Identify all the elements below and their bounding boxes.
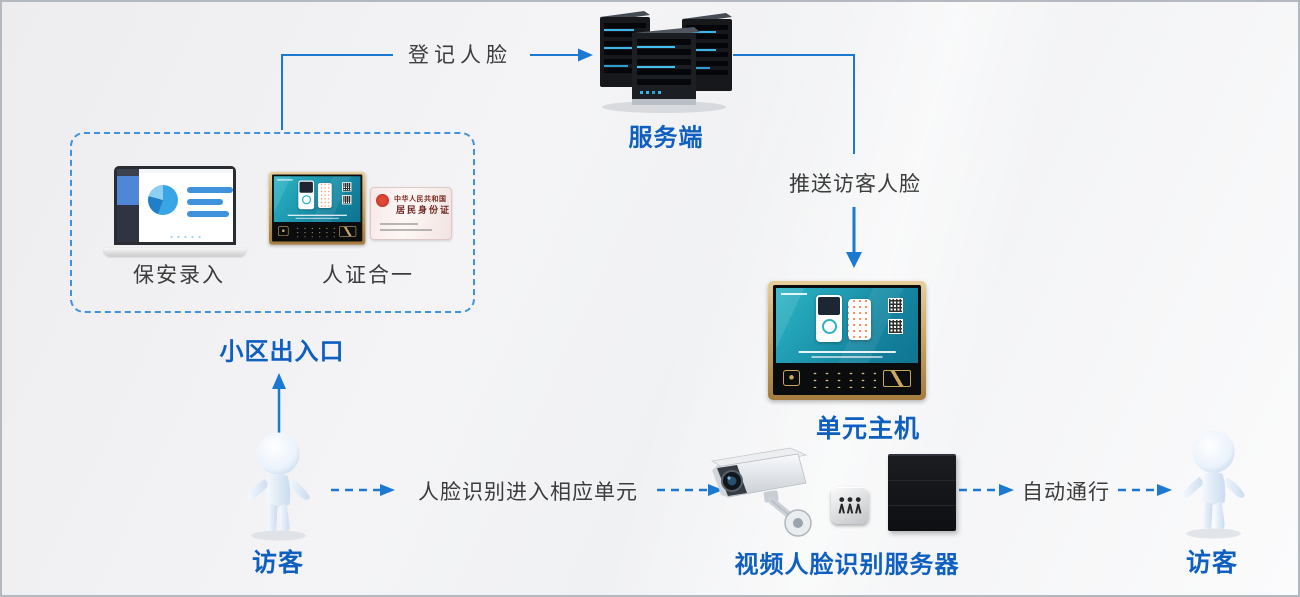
pie-chart-icon [148, 185, 178, 215]
face-recognition-label: 人脸识别进入相应单元 [418, 481, 638, 504]
people-group-icon [831, 487, 869, 524]
visitor-figure-left [231, 430, 327, 542]
push-visitor-face-label: 推送访客人脸 [789, 173, 921, 196]
laptop-screen [114, 166, 236, 245]
id-card-text-line [380, 223, 418, 225]
arrowhead-to-camera [708, 484, 723, 496]
id-card-title-text: 居民身份证 [396, 205, 452, 215]
laptop-base [104, 248, 246, 256]
card-reader-icon [339, 225, 357, 237]
screen-title-line [781, 293, 807, 295]
person-3d-icon [1182, 430, 1245, 539]
keypad [807, 368, 876, 388]
arrowhead-to-visitor-right [1157, 484, 1172, 496]
screen-title-line [276, 179, 293, 181]
phone-screen [299, 181, 313, 193]
tablet-bezel [773, 285, 921, 395]
entrance-label: 小区出入口 [219, 338, 345, 366]
tablet-screen [273, 176, 361, 223]
phone-ring-graphic [821, 319, 837, 334]
person-3d-icon [247, 432, 310, 541]
server-label: 服务端 [628, 124, 704, 152]
keypad [292, 225, 335, 238]
id-unify-label: 人证合一 [322, 264, 414, 287]
security-entry-label: 保安录入 [133, 264, 225, 287]
screen-caption-line [798, 351, 896, 353]
arrowhead-to-unit-host [846, 252, 862, 268]
server-stack-icon [590, 7, 738, 113]
laptop-dashboard-icon [104, 166, 246, 256]
doorbell-icon [783, 370, 800, 386]
qr-code-icon [888, 319, 903, 334]
national-emblem-icon [376, 194, 389, 207]
bar-graphic [187, 211, 229, 217]
phone-screen [818, 297, 840, 315]
arrowhead-to-entrance [272, 373, 286, 389]
auto-pass-label: 自动通行 [1022, 481, 1110, 504]
people-group-graphic [838, 496, 862, 513]
id-card-icon: 中华人民共和国 居民身份证 [370, 187, 452, 240]
phone-mockup [298, 180, 315, 210]
server-stack-graphic [600, 11, 732, 113]
cctv-camera-graphic [710, 447, 812, 537]
pagination-dots [168, 235, 204, 239]
line-box-to-register-label [281, 54, 393, 130]
tablet-keypad-panel [776, 363, 918, 392]
laptop-screen-content [117, 169, 233, 242]
unit-host-tablet-icon [768, 281, 926, 400]
qr-code-icon [342, 182, 352, 192]
door-access-tablet-icon [269, 172, 366, 245]
doorbell-icon [278, 226, 289, 237]
visitor-right-label: 访客 [1185, 549, 1239, 577]
screen-caption-line [811, 356, 883, 358]
black-server-icon [888, 454, 956, 531]
arrowhead-to-facerecog [380, 484, 395, 496]
register-face-label: 登记人脸 [408, 44, 512, 67]
screen-caption-line [295, 217, 339, 219]
id-card-text-line [380, 229, 432, 231]
video-face-server-label: 视频人脸识别服务器 [734, 551, 960, 579]
phone-mockup [848, 299, 871, 340]
line-server-to-push-label [733, 54, 855, 154]
unit-host-label: 单元主机 [815, 415, 921, 443]
phone-mockup [317, 182, 332, 208]
card-reader-icon [883, 369, 911, 387]
phone-ring-graphic [301, 195, 311, 205]
laptop-sidebar [117, 169, 139, 242]
cctv-camera-icon [710, 445, 830, 537]
arrowhead-to-autopass [999, 484, 1014, 496]
arrowhead-to-server [578, 48, 593, 62]
tablet-screen [776, 288, 918, 363]
id-card-country-text: 中华人民共和国 [394, 196, 447, 203]
visitor-left-label: 访客 [251, 549, 305, 577]
phone-mockup [816, 295, 842, 342]
tablet-bezel [272, 174, 363, 242]
entrance-group-box [70, 132, 475, 313]
bar-graphic [187, 187, 233, 193]
qr-code-icon [888, 298, 903, 313]
laptop-main-area [139, 169, 233, 242]
visitor-figure-right [1166, 428, 1262, 540]
screen-caption-line [287, 214, 347, 216]
qr-code-icon [342, 195, 352, 205]
tablet-keypad-panel [274, 222, 361, 240]
bar-graphic [187, 199, 223, 205]
